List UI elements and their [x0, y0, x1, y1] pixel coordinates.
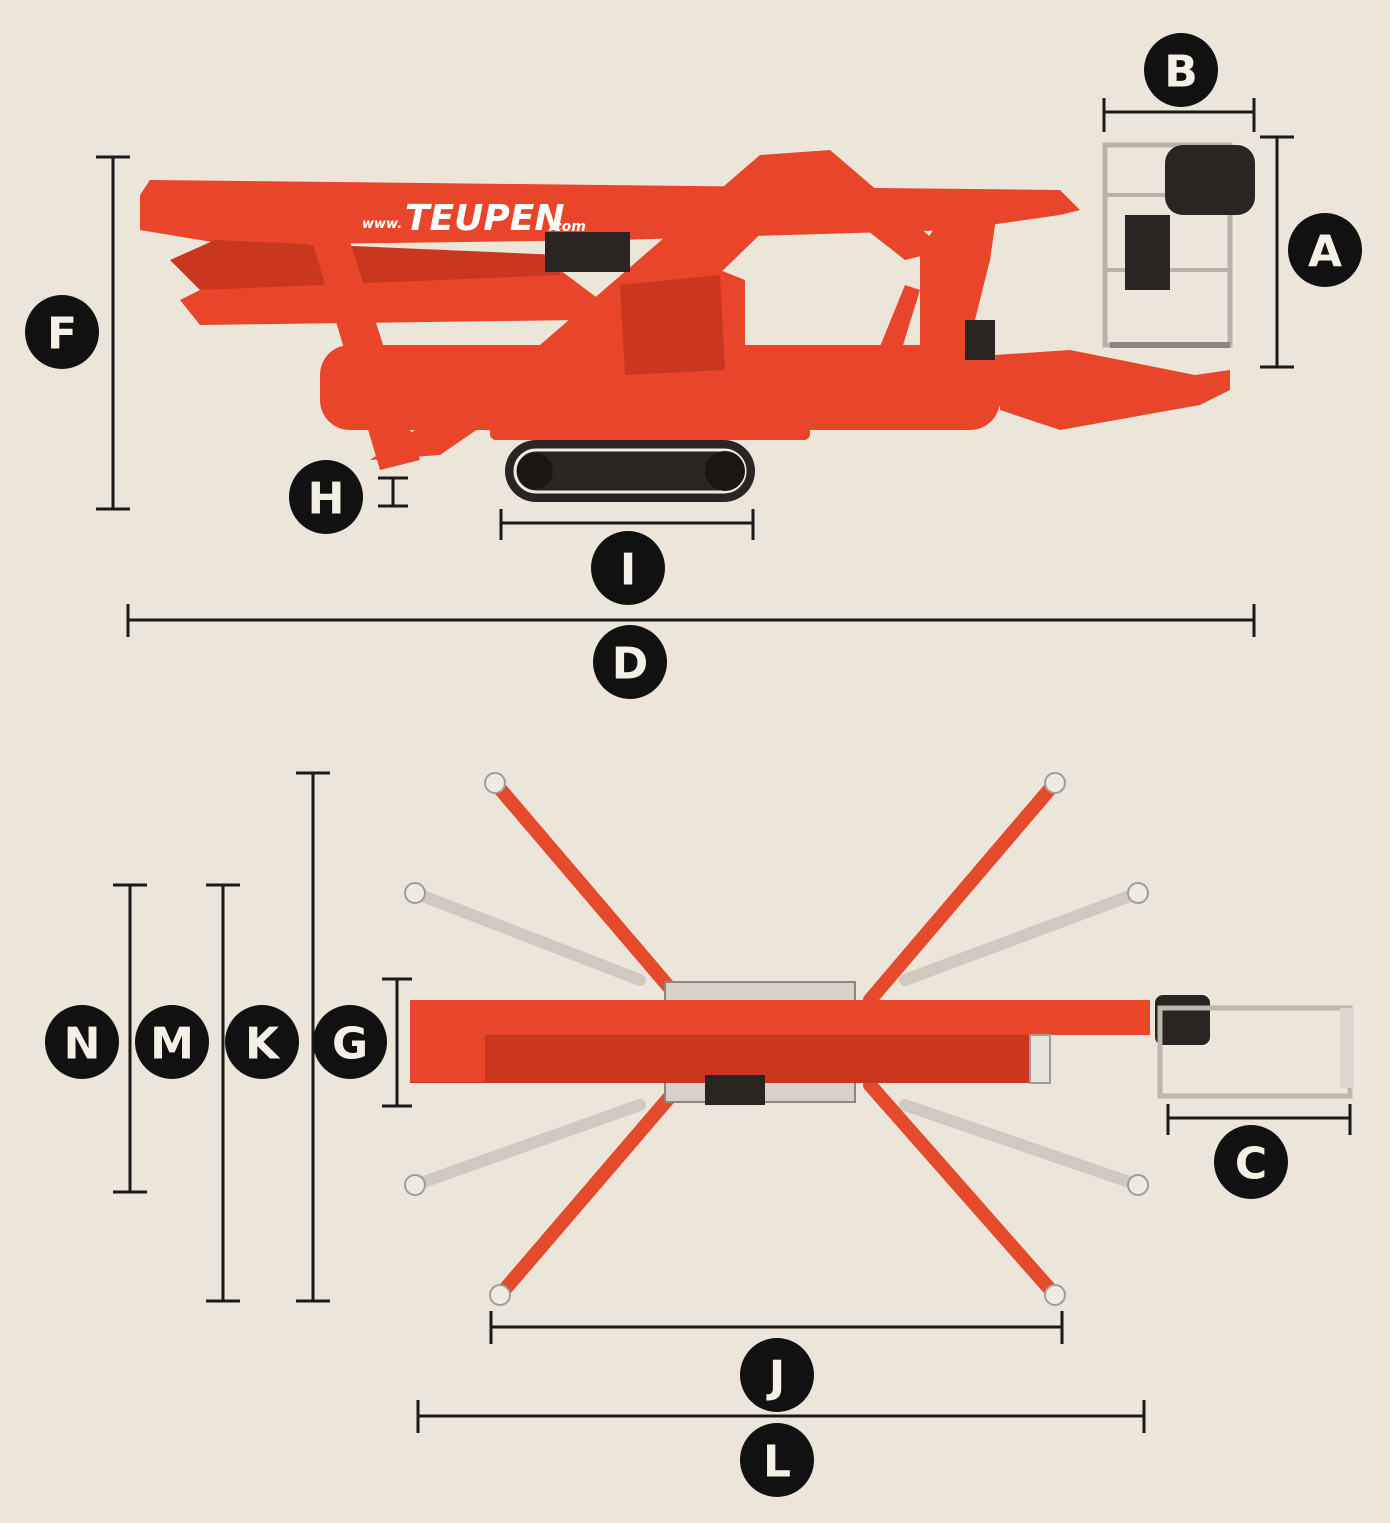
badge-L: L — [740, 1423, 814, 1497]
label-K: K — [245, 1019, 281, 1070]
badge-A: A — [1288, 213, 1362, 287]
brand-logo-text: TEUPEN — [405, 198, 565, 239]
badge-J: J — [740, 1338, 814, 1412]
label-I: I — [620, 545, 636, 596]
badge-D: D — [593, 625, 667, 699]
label-C: C — [1235, 1139, 1267, 1190]
dimension-lines — [96, 98, 1352, 1433]
label-M: M — [150, 1019, 194, 1070]
badge-I: I — [591, 531, 665, 605]
badge-N: N — [45, 1005, 119, 1079]
label-D: D — [612, 639, 649, 690]
label-A: A — [1308, 227, 1342, 278]
label-B: B — [1164, 47, 1198, 98]
label-J: J — [766, 1352, 785, 1403]
label-F: F — [47, 309, 77, 360]
badge-F: F — [25, 295, 99, 369]
brand-prefix: www. — [362, 217, 402, 232]
label-H: H — [308, 474, 345, 525]
label-L: L — [763, 1437, 791, 1488]
badge-K: K — [225, 1005, 299, 1079]
badge-B: B — [1144, 33, 1218, 107]
side-view-machine: www. TEUPEN .com — [140, 142, 1255, 502]
badge-C: C — [1214, 1125, 1288, 1199]
badge-H: H — [289, 460, 363, 534]
brand-suffix: .com — [548, 219, 586, 235]
side-view-basket — [1102, 142, 1255, 348]
badge-G: G — [313, 1005, 387, 1079]
label-N: N — [64, 1019, 101, 1070]
top-view-machine — [404, 772, 1354, 1306]
dimension-badges: B A F H I D N M — [25, 33, 1362, 1497]
label-G: G — [332, 1019, 368, 1070]
badge-M: M — [135, 1005, 209, 1079]
